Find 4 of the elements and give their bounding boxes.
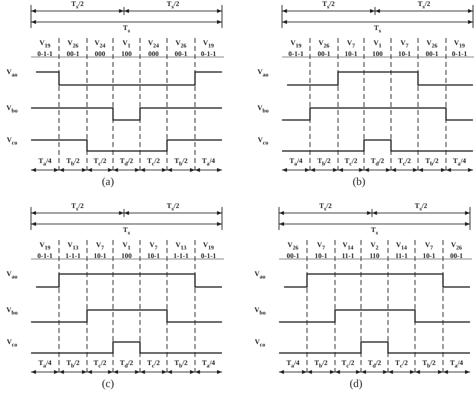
panel-caption: (b)	[352, 176, 366, 188]
panel-caption: (a)	[100, 176, 116, 188]
panel-caption: (c)	[100, 378, 116, 390]
panel-caption: (d)	[348, 378, 364, 390]
